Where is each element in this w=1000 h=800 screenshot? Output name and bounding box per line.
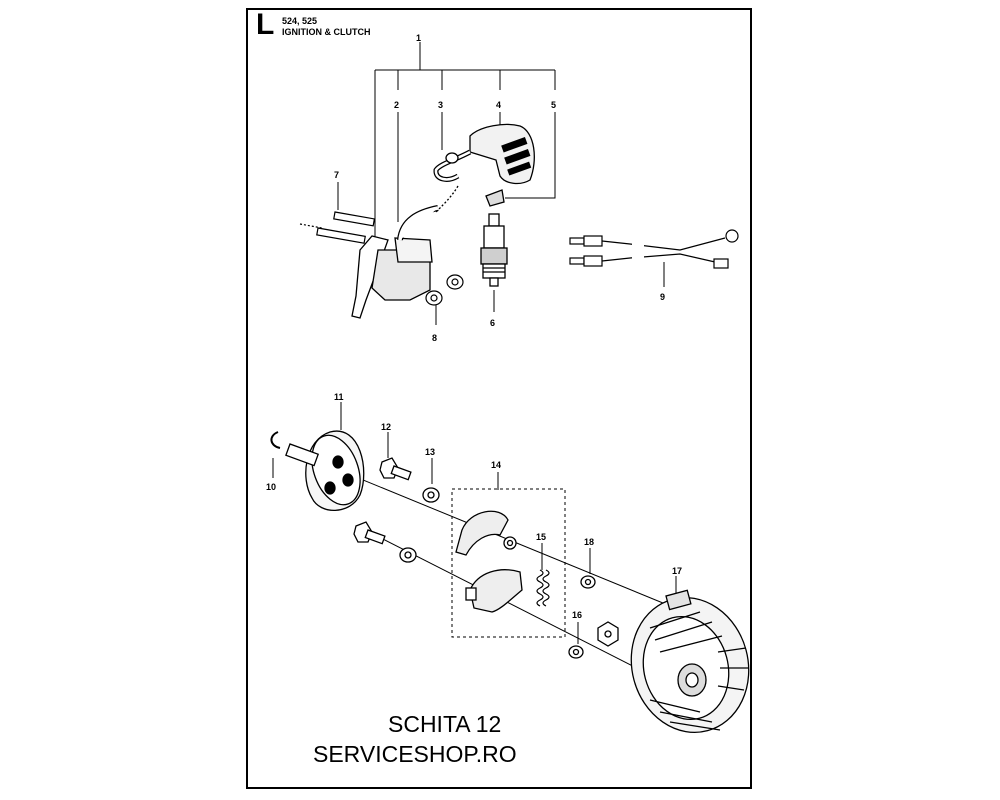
clutch-assembly-box bbox=[451, 488, 566, 638]
wire-harness-drawing bbox=[569, 229, 739, 269]
callout-15: 15 bbox=[536, 532, 546, 542]
callout-16: 16 bbox=[572, 610, 582, 620]
callout-5: 5 bbox=[551, 100, 556, 110]
flywheel-drawing bbox=[630, 589, 750, 734]
ignition-module-drawing bbox=[351, 205, 439, 319]
section-title: IGNITION & CLUTCH bbox=[282, 27, 371, 37]
callout-3: 3 bbox=[438, 100, 443, 110]
section-letter: L bbox=[256, 8, 275, 41]
callout-11: 11 bbox=[334, 392, 344, 402]
callout-13: 13 bbox=[425, 447, 435, 457]
callout-7: 7 bbox=[334, 170, 339, 180]
callout-4: 4 bbox=[496, 100, 501, 110]
callout-6: 6 bbox=[490, 318, 495, 328]
model-numbers: 524, 525 bbox=[282, 16, 318, 26]
callout-18: 18 bbox=[584, 537, 594, 547]
spring-drawing bbox=[536, 569, 550, 607]
spark-plug-drawing bbox=[480, 213, 508, 287]
callout-10: 10 bbox=[266, 482, 276, 492]
washer-drawing bbox=[399, 487, 440, 563]
clutch-drum-drawing bbox=[270, 430, 365, 511]
schema-label: SCHITA 12 bbox=[388, 711, 502, 737]
page-frame bbox=[246, 8, 752, 789]
callout-9: 9 bbox=[660, 292, 665, 302]
spark-plug-cap-drawing bbox=[433, 123, 535, 213]
spacer-drawing bbox=[425, 274, 464, 306]
washer-nut-drawing bbox=[568, 575, 619, 659]
stud-drawing bbox=[353, 457, 412, 545]
callout-1: 1 bbox=[416, 33, 421, 43]
callout-14: 14 bbox=[491, 460, 501, 470]
spring-clip-drawing bbox=[485, 189, 505, 207]
callout-2: 2 bbox=[394, 100, 399, 110]
shop-label: SERVICESHOP.RO bbox=[313, 741, 517, 767]
callout-12: 12 bbox=[381, 422, 391, 432]
screw-drawing bbox=[299, 211, 376, 244]
clutch-shoe-drawing bbox=[455, 510, 523, 613]
callout-17: 17 bbox=[672, 566, 682, 576]
callout-8: 8 bbox=[432, 333, 437, 343]
